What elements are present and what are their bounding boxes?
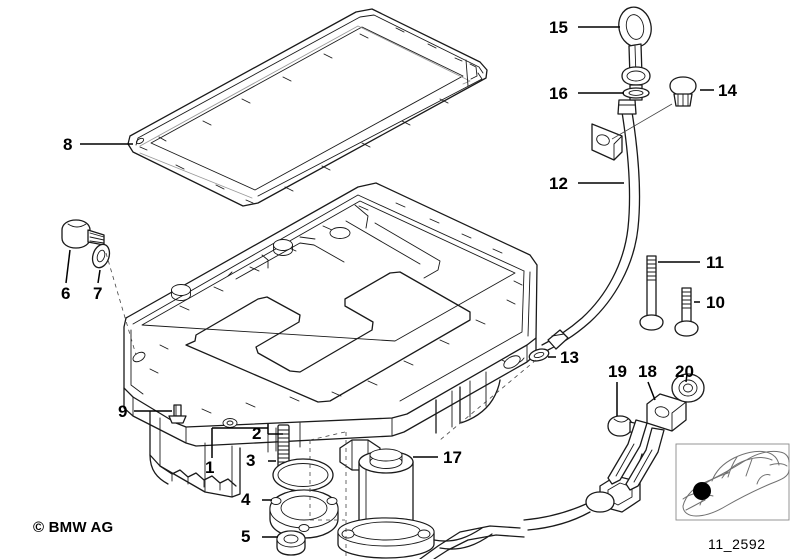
callout-3: 3 (246, 451, 256, 470)
callout-4: 4 (241, 490, 251, 509)
callout-13: 13 (560, 348, 579, 367)
oil-level-sensor-part-17 (337, 448, 493, 559)
leader-lines (65, 26, 714, 559)
callout-15: 15 (549, 18, 568, 37)
callout-2: 2 (252, 424, 262, 443)
holder-bracket-part-18 (607, 393, 687, 491)
callout-19: 19 (608, 362, 627, 381)
sealing-ring-part-7 (91, 243, 111, 269)
oil-pan-part-1 (123, 182, 538, 498)
callout-16: 16 (549, 84, 568, 103)
o-ring-dipstick-part-16 (622, 87, 650, 99)
callout-17: 17 (443, 448, 462, 467)
copyright-notice: © BMW AG (33, 519, 114, 536)
callout-10: 10 (706, 293, 725, 312)
dipstick-guide-tube-part-12 (541, 99, 673, 351)
callout-12: 12 (549, 174, 568, 193)
hex-screw-part-9 (168, 404, 187, 424)
callout-8: 8 (63, 135, 73, 154)
callout-20: 20 (675, 362, 694, 381)
callout-6: 6 (61, 284, 71, 303)
drain-plug-part-6 (61, 219, 105, 249)
oil-dipstick-part-15 (618, 6, 652, 101)
diagram-id-label: 11_2592 (708, 536, 766, 552)
callout-5: 5 (241, 527, 251, 546)
blanking-plug-part-5 (276, 530, 306, 556)
o-ring-large-part-3 (272, 458, 334, 492)
vehicle-location-inset (675, 443, 790, 521)
rubber-grommet-part-20 (671, 373, 705, 403)
oil-pan-gasket-part-8 (127, 8, 488, 207)
fastening-screw-part-14 (669, 76, 697, 107)
bolt-short-part-10 (674, 287, 699, 337)
sensor-connector (419, 453, 643, 559)
callout-11: 11 (706, 253, 724, 272)
callout-7: 7 (93, 284, 103, 303)
callout-18: 18 (638, 362, 657, 381)
callout-9: 9 (118, 402, 128, 421)
callout-14: 14 (718, 81, 737, 100)
oil-pickup-flange-part-4 (269, 489, 339, 539)
bolt-long-part-11 (639, 255, 664, 331)
o-ring-small-part-13 (528, 348, 550, 362)
callout-1: 1 (205, 458, 215, 477)
